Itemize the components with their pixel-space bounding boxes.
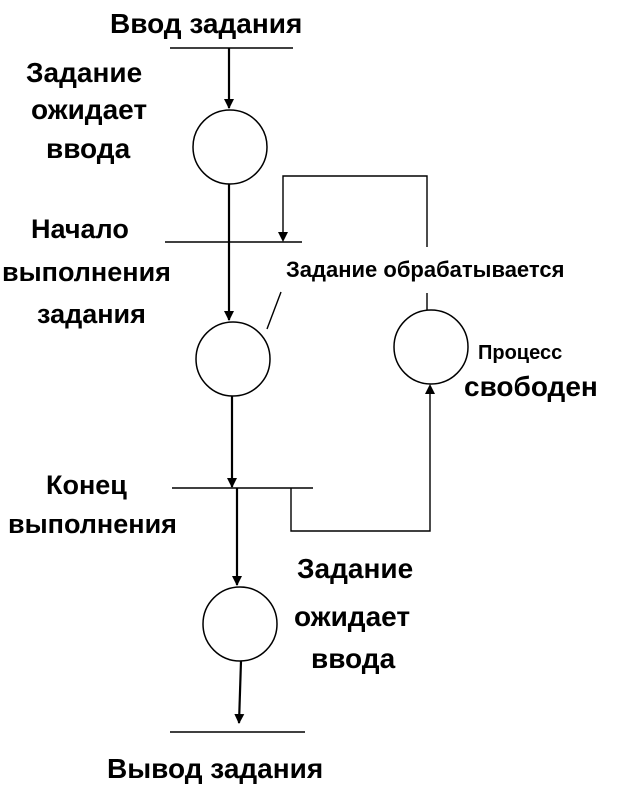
leader-processing bbox=[266, 291, 282, 330]
arc-end-to-free-head bbox=[425, 384, 435, 394]
label-input-task: Ввод задания bbox=[110, 8, 302, 39]
label-end-line1: Конец bbox=[46, 470, 127, 500]
label-task-processing: Задание обрабатывается bbox=[286, 257, 564, 282]
arc-wait2-to-output bbox=[234, 660, 245, 724]
label-output-task: Вывод задания bbox=[107, 753, 323, 784]
label-free-line2: свободен bbox=[464, 371, 598, 402]
label-wait1-line1: Задание bbox=[26, 57, 142, 88]
label-start-line3: задания bbox=[37, 299, 146, 329]
label-wait2-line1: Задание bbox=[297, 553, 413, 584]
label-wait2-line3: ввода bbox=[311, 643, 396, 674]
arc-free-to-start bbox=[282, 175, 428, 247]
label-start-line1: Начало bbox=[31, 214, 129, 244]
label-wait1-line2: ожидает bbox=[31, 94, 147, 125]
label-start-line2: выполнения bbox=[2, 257, 171, 287]
place-task-waits-input-1 bbox=[192, 109, 268, 185]
arc-free-to-start-head bbox=[278, 232, 288, 242]
label-end-line2: выполнения bbox=[8, 509, 177, 539]
place-task-processing bbox=[195, 321, 271, 397]
label-free-line1: Процесс bbox=[478, 342, 562, 364]
label-wait1-line3: ввода bbox=[46, 133, 131, 164]
place-process-free bbox=[393, 309, 469, 385]
label-wait2-line2: ожидает bbox=[294, 601, 410, 632]
place-task-waits-input-2 bbox=[202, 586, 278, 662]
arc-end-to-free bbox=[290, 394, 431, 532]
